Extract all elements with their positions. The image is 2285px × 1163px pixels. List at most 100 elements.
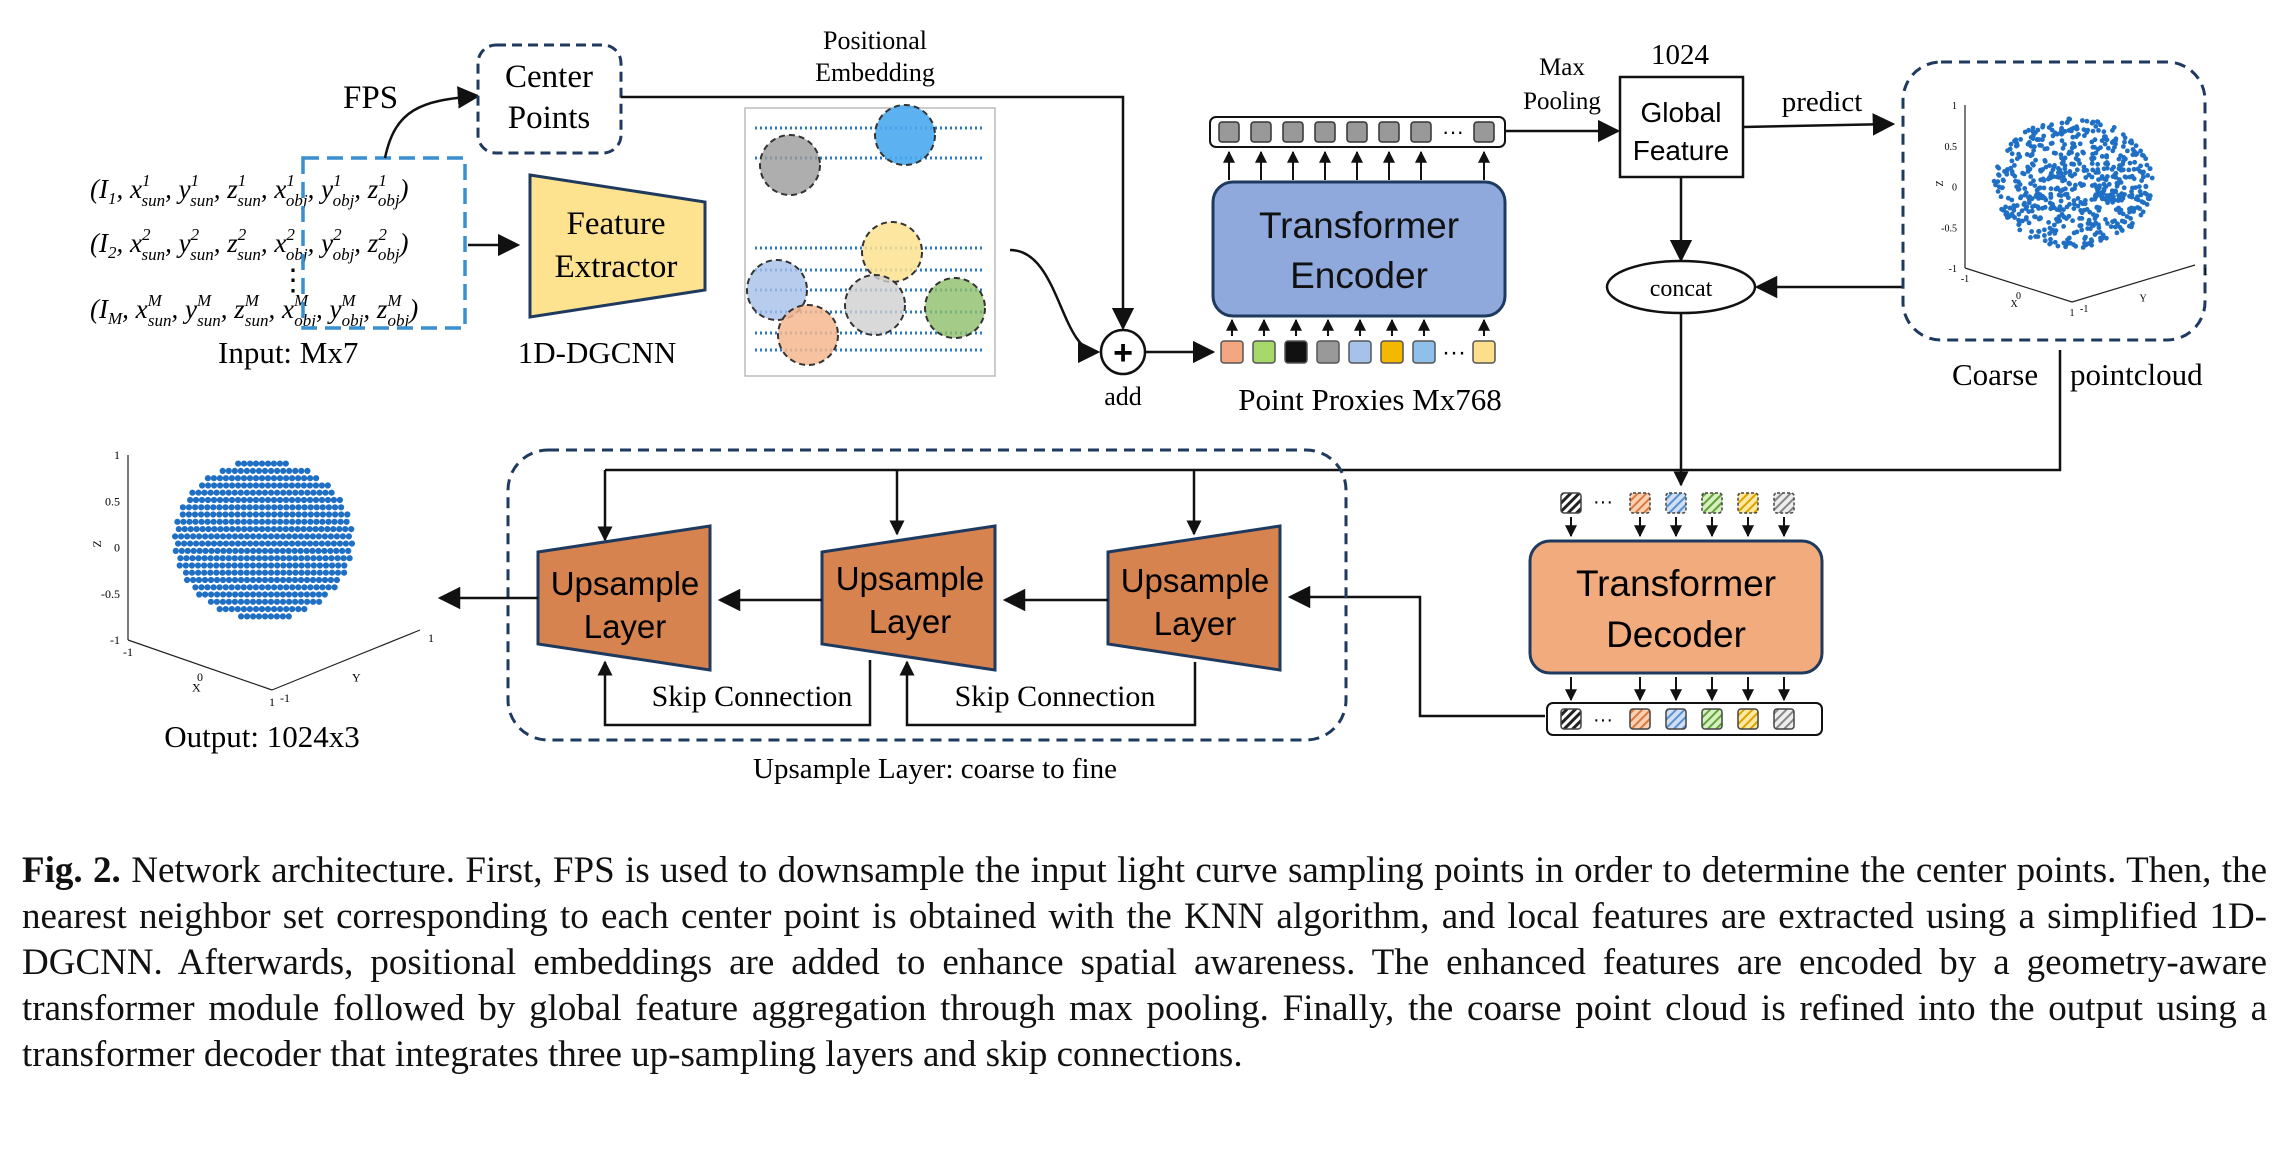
proxy-token [1316, 340, 1340, 364]
svg-text:Layer: Layer [1154, 605, 1237, 642]
feature-extractor-line1: Feature [567, 206, 666, 242]
global-feature-line2: Feature [1633, 135, 1730, 166]
proxy-token [1220, 340, 1244, 364]
decoder-output-token [1560, 708, 1582, 730]
encoder-token [1378, 121, 1400, 143]
z-tick: 1 [1952, 101, 1957, 112]
x-tick: 1 [2070, 308, 2075, 319]
coarse-feedback-line [605, 350, 2062, 472]
global-feature-dim: 1024 [1651, 39, 1710, 71]
proxy-token [1412, 340, 1436, 364]
embed-circle-silver [844, 274, 906, 336]
feature-extractor-shape [528, 173, 707, 319]
svg-text:Upsample: Upsample [551, 565, 700, 602]
proxy-token [1284, 340, 1308, 364]
decoder-output-token [1701, 708, 1723, 730]
coarse-label-word2: pointcloud [2070, 357, 2203, 392]
transformer-encoder-box [1211, 180, 1507, 318]
decoder-input-row: ··· [1560, 491, 1795, 538]
center-points-box [476, 43, 623, 155]
decoder-input-ellipsis: ··· [1593, 491, 1613, 513]
proxy-ellipsis: ··· [1442, 339, 1466, 366]
pos-embedding-plot [744, 104, 996, 377]
embed-circle-blue [874, 104, 936, 166]
skip-connection-1 [597, 660, 872, 727]
input-label: Input: Mx7 [218, 335, 358, 370]
z-tick: -1 [110, 633, 120, 647]
concat-label: concat [1650, 276, 1713, 302]
upsample-group-label: Upsample Layer: coarse to fine [753, 753, 1117, 785]
embedding-to-add-arrow [1009, 248, 1101, 364]
coarse-point-cloud [1991, 116, 2155, 250]
transformer-encoder-line1: Transformer [1259, 205, 1459, 246]
embed-circle-gray [759, 134, 821, 196]
encoder-token [1314, 121, 1336, 143]
center-points-line2: Points [508, 100, 591, 136]
x-axis-label: X [2011, 299, 2019, 310]
fps-arrow [383, 86, 481, 159]
decoder-output-token [1773, 708, 1795, 730]
decoder-query-token [1737, 492, 1759, 514]
transformer-decoder-line1: Transformer [1576, 563, 1776, 604]
point-proxies-label: Point Proxies Mx768 [1238, 382, 1502, 417]
y-tick: 1 [2203, 267, 2208, 278]
svg-text:Layer: Layer [584, 608, 667, 645]
point-proxies-row: ··· [1220, 318, 1496, 366]
y-tick: -1 [280, 691, 290, 705]
decoder-output-ellipsis: ··· [1593, 709, 1613, 731]
max-pooling-line2: Pooling [1523, 88, 1601, 115]
z-tick: -0.5 [1941, 223, 1957, 234]
center-to-add-arrow [621, 95, 1135, 331]
embed-circle-yellow [861, 221, 923, 283]
decoder-query-token [1773, 492, 1795, 514]
caption-text: Network architecture. First, FPS is used… [22, 850, 2267, 1075]
decoder-query-token [1701, 492, 1723, 514]
decoder-output-token [1665, 708, 1687, 730]
x-tick: 1 [269, 695, 275, 709]
upsample-group-box [506, 448, 1348, 742]
decoder-to-upsample-line [1287, 585, 1545, 718]
input-obj-dashed-box [301, 156, 467, 330]
x-tick: -1 [123, 645, 133, 659]
y-tick: -1 [2080, 304, 2088, 315]
encoder-token [1346, 121, 1368, 143]
upsample-layer-2: Upsample Layer [820, 524, 997, 672]
encoder-token [1410, 121, 1432, 143]
y-axis-label: Y [352, 671, 361, 685]
decoder-query-token [1665, 492, 1687, 514]
z-tick: -0.5 [101, 587, 120, 601]
global-feature-box [1618, 75, 1745, 179]
proxy-token [1348, 340, 1372, 364]
proxy-token [1252, 340, 1276, 364]
upsample-layer-1: Upsample Layer [536, 524, 712, 672]
fps-label: FPS [343, 80, 398, 116]
encoder-ellipsis: ··· [1442, 119, 1464, 144]
z-tick: -1 [1949, 264, 1957, 275]
feature-extractor-line2: Extractor [555, 249, 678, 285]
x-tick: -1 [1961, 274, 1969, 285]
embed-circle-lightblue [746, 259, 808, 321]
output-point-cloud [172, 460, 355, 620]
svg-text:Layer: Layer [869, 603, 952, 640]
proxy-token [1472, 340, 1496, 364]
decoder-output-row: ··· [1546, 677, 1823, 736]
x-tick: 0 [2016, 291, 2021, 302]
y-axis-label: Y [2140, 294, 2147, 305]
max-pooling-line1: Max [1539, 54, 1585, 81]
encoder-token [1218, 121, 1240, 143]
transformer-encoder-line2: Encoder [1290, 255, 1428, 296]
z-tick: 1 [114, 448, 120, 462]
skip-connection-label-2: Skip Connection [955, 680, 1156, 713]
x-tick: 0 [197, 670, 203, 684]
embed-circle-salmon [777, 304, 839, 366]
add-symbol: + [1113, 334, 1133, 372]
decoder-query-token [1629, 492, 1651, 514]
skip-connection-label-1: Skip Connection [652, 680, 853, 713]
